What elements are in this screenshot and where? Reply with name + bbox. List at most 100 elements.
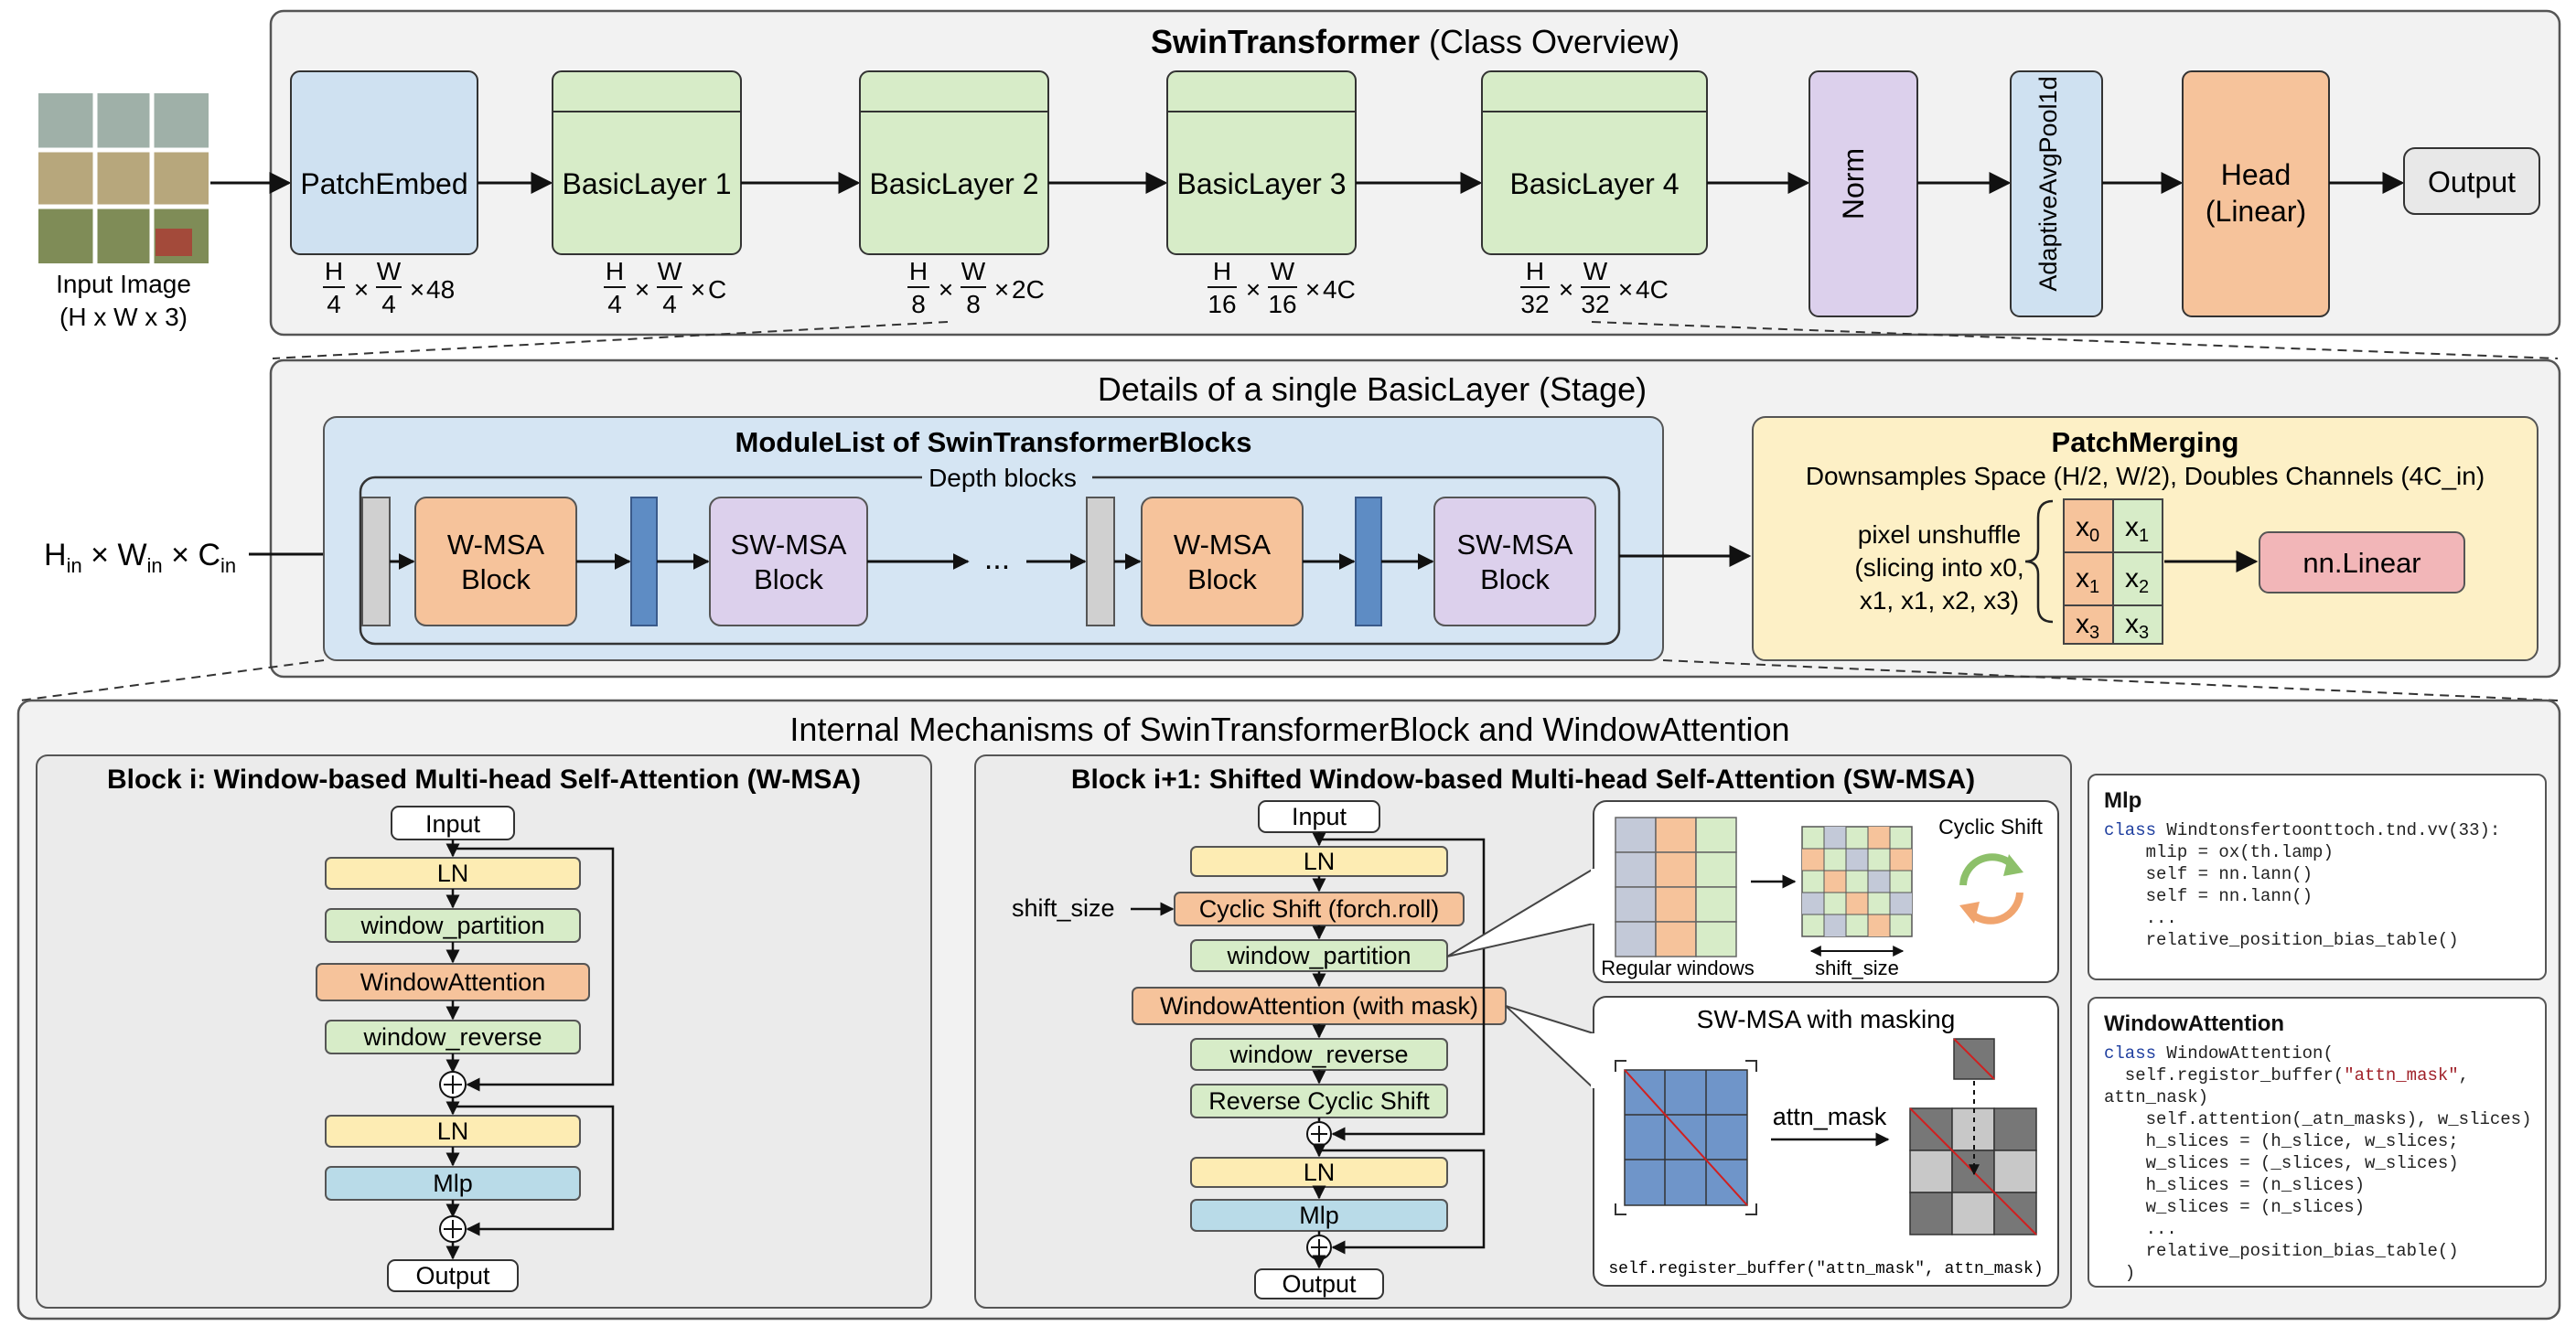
svg-text:×: × — [354, 275, 369, 304]
avgpool-label: AdaptiveAvgPool1d — [2034, 76, 2062, 291]
swmsa-residual-add-2 — [1306, 1235, 1332, 1260]
svg-text:32: 32 — [1520, 290, 1549, 318]
shape-annotation-layer-1: H 4 × W 4 × C — [604, 257, 726, 318]
window-attention-code-line: attn_nask) — [2104, 1086, 2530, 1108]
wmsa-block-2-line2: Block — [1187, 563, 1257, 595]
window-attention-code-token: , — [2458, 1065, 2470, 1085]
swmsa-block-2 — [1433, 497, 1596, 626]
swmsa-panel-title: Block i+1: Shifted Window-based Multi-he… — [1071, 765, 1975, 795]
mlp-code-token: mlip = ox(th.lamp) — [2104, 842, 2334, 862]
swmsa-block-2-line2: Block — [1480, 563, 1550, 595]
svg-text:4: 4 — [381, 290, 396, 318]
mlp-code-token: ... — [2104, 908, 2177, 928]
window-attention-code-token: WindowAttention( — [2166, 1043, 2334, 1064]
cyclic-shift-label: Cyclic Shift — [1938, 815, 2043, 839]
svg-text:H: H — [325, 257, 343, 285]
window-attention-code-line: w_slices = (n_slices) — [2104, 1196, 2530, 1218]
norm-bar-2 — [1086, 497, 1115, 626]
basic-layer-1-label: BasicLayer 1 — [563, 167, 732, 200]
window-attention-code-token: w_slices = (n_slices) — [2104, 1197, 2366, 1217]
mlp-code-body: class Windtonsfertoonttoch.tnd.vv(33): m… — [2104, 819, 2530, 951]
svg-text:W: W — [961, 257, 986, 285]
window-attention-code-title: WindowAttention — [2104, 1011, 2285, 1036]
window-attention-code-token: attn_nask) — [2104, 1087, 2209, 1107]
zoom-connector-right — [1591, 321, 2559, 359]
shift-size-label: shift_size — [1012, 894, 1115, 922]
svg-text:4C: 4C — [1323, 275, 1356, 304]
window-attention-code-token: ... — [2104, 1219, 2177, 1239]
patchmerging-desc: Downsamples Space (H/2, W/2), Doubles Ch… — [1806, 462, 2485, 490]
mid-bar-2 — [1355, 497, 1382, 626]
patch-embed-label: PatchEmbed — [300, 167, 467, 200]
norm-label: Norm — [1837, 148, 1870, 219]
basiclayer-details-title: Details of a single BasicLayer (Stage) — [1098, 370, 1647, 408]
head-box — [2182, 70, 2330, 317]
masked-attention-grid — [1909, 1038, 2037, 1235]
window-attention-code-line: self.attention(_atn_masks), w_slices) — [2104, 1108, 2532, 1130]
input-image-label: Input Image — [56, 270, 191, 298]
svg-text:×: × — [1618, 275, 1633, 304]
basiclayer-input-expr: Hin × Win × Cin — [44, 538, 236, 577]
patch-embed-box — [290, 70, 478, 255]
window-attention-code-token: h_slices = (n_slices) — [2104, 1175, 2366, 1195]
wmsa-block-2-line1: W-MSA — [1174, 529, 1272, 561]
svg-text:4: 4 — [607, 290, 622, 318]
window-attention-code-token: ) — [2104, 1263, 2136, 1283]
window-attention-code-line: w_slices = (_slices, w_slices) — [2104, 1152, 2530, 1174]
window-attention-code-line: class WindowAttention( — [2104, 1043, 2530, 1064]
basic-layer-3-box — [1166, 70, 1357, 255]
swmsa-block-1-line2: Block — [754, 563, 823, 595]
shift-size-axis-label: shift_size — [1815, 957, 1899, 979]
wmsa-output-label: Output — [415, 1262, 490, 1289]
regular-windows-label: Regular windows — [1601, 957, 1755, 979]
swmsa-output — [1254, 1268, 1384, 1299]
wmsa-skip-1 — [453, 847, 615, 1092]
pixel-unshuffle-line1: pixel unshuffle — [1858, 520, 2022, 549]
swmsa-window-partition-label: window_partition — [1226, 942, 1411, 969]
wmsa-panel-title: Block i: Window-based Multi-head Self-At… — [107, 765, 861, 795]
norm-bar-1 — [361, 497, 391, 626]
window-attention-code-token: w_slices = (_slices, w_slices) — [2104, 1153, 2459, 1173]
wmsa-ln-2-label: LN — [437, 1117, 469, 1145]
swmsa-output-label: Output — [1282, 1270, 1357, 1298]
nn-linear-label: nn.Linear — [2302, 547, 2420, 579]
slice-cell-x1a: x1 — [2125, 512, 2149, 546]
svg-text:×: × — [994, 275, 1009, 304]
mlp-code-token: Windtonsfertoonttoch.tnd.vv(33): — [2166, 820, 2501, 840]
svg-text:16: 16 — [1208, 290, 1236, 318]
internals-title: Internal Mechanisms of SwinTransformerBl… — [789, 711, 1789, 748]
svg-text:2C: 2C — [1012, 275, 1045, 304]
slice-grid — [2063, 498, 2163, 645]
mlp-code-token: self = nn.lann() — [2104, 886, 2313, 906]
svg-text:4: 4 — [327, 290, 341, 318]
wmsa-output — [387, 1259, 519, 1292]
attn-mask-label: attn_mask — [1773, 1103, 1887, 1130]
modulelist-title: ModuleList of SwinTransformerBlocks — [735, 426, 1252, 458]
wmsa-window-reverse-label: window_reverse — [362, 1023, 542, 1051]
mlp-code-token: class — [2104, 820, 2167, 840]
svg-text:C: C — [708, 275, 726, 304]
mlp-code-panel: Mlp class Windtonsfertoonttoch.tnd.vv(33… — [2088, 774, 2547, 980]
window-attention-code-line: ) — [2104, 1262, 2530, 1284]
window-attention-code-token: relative_position_bias_table() — [2104, 1241, 2459, 1261]
svg-text:H: H — [909, 257, 928, 285]
depth-blocks-label: Depth blocks — [928, 464, 1077, 492]
pixel-unshuffle-line3: x1, x1, x2, x3) — [1860, 586, 2019, 615]
head-label-line2: (Linear) — [2206, 195, 2306, 228]
basic-layer-4-box — [1481, 70, 1708, 255]
mlp-code-line: mlip = ox(th.lamp) — [2104, 841, 2530, 863]
mlp-code-token: self = nn.lann() — [2104, 864, 2313, 884]
svg-text:W: W — [1583, 257, 1608, 285]
mlp-code-token: relative_position_bias_table() — [2104, 930, 2459, 950]
svg-text:H: H — [1213, 257, 1231, 285]
mlp-code-line: class Windtonsfertoonttoch.tnd.vv(33): — [2104, 819, 2530, 841]
window-attention-code-token: h_slices = (h_slice, w_slices; — [2104, 1131, 2459, 1151]
swmsa-input-label: Input — [1292, 803, 1347, 830]
mlp-code-line: self = nn.lann() — [2104, 885, 2530, 907]
svg-text:×: × — [691, 275, 705, 304]
svg-text:8: 8 — [966, 290, 981, 318]
swmsa-skip-2 — [1319, 1149, 1486, 1255]
nn-linear-box — [2259, 531, 2465, 593]
window-attention-code-line: h_slices = (n_slices) — [2104, 1174, 2530, 1196]
